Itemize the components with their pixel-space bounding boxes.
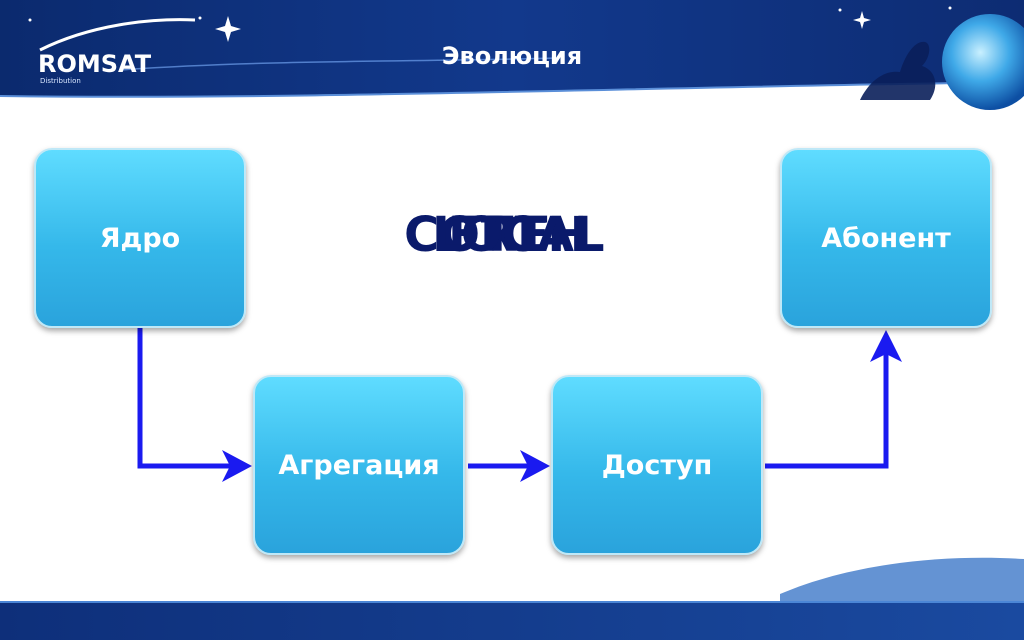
node-subscriber-label: Абонент (821, 222, 951, 254)
company-logo: ROMSAT (38, 52, 151, 76)
logo-subtitle: Distribution (40, 77, 81, 85)
node-subscriber: Абонент (780, 148, 992, 328)
node-core-label: Ядро (99, 222, 181, 254)
overlap-text-local: LOCAL (432, 207, 605, 263)
footer-banner (0, 554, 1024, 640)
header-background (0, 0, 1024, 110)
overlapping-animation-text: CORE FTTH LOCAL (404, 206, 654, 266)
header-banner: ROMSAT Distribution Эволюция (0, 0, 1024, 110)
node-core: Ядро (34, 148, 246, 328)
footer-background (0, 557, 1024, 640)
overlap-text-ftth: FTTH (448, 207, 588, 263)
node-access: Доступ (551, 375, 763, 555)
node-aggregation: Агрегация (253, 375, 465, 555)
arrowhead-aggregation (222, 450, 252, 482)
node-access-label: Доступ (601, 449, 713, 481)
overlap-text-core: CORE (404, 207, 550, 263)
node-aggregation-label: Агрегация (278, 449, 440, 481)
logo-text: ROMSAT (38, 50, 152, 78)
arrow-access-to-subscriber (765, 350, 889, 469)
arrow-core-to-aggregation (137, 328, 234, 469)
slide-title: Эволюция (441, 42, 583, 70)
arrowhead-access (520, 450, 550, 482)
arrowhead-subscriber (870, 330, 902, 362)
